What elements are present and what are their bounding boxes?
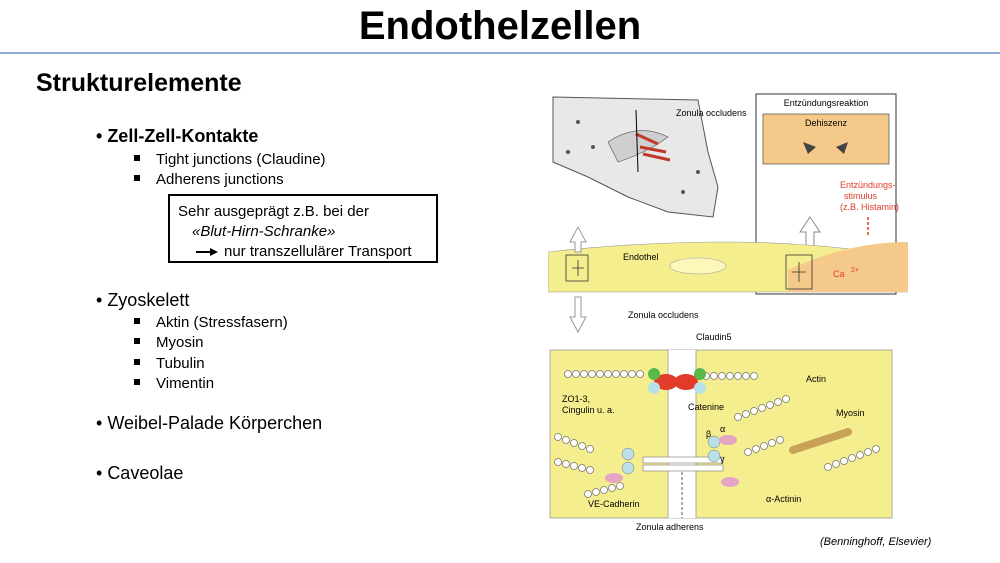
arrow-up-icon	[569, 225, 587, 253]
junction-detail: Zonula occludens Claudin5 Actin ZO1-3, C…	[549, 310, 893, 519]
note-line-3: nur transzellulärer Transport	[178, 242, 428, 262]
endothel-band: Endothel Ca 2+	[548, 241, 908, 293]
actin-filaments	[554, 370, 880, 498]
square-bullet-icon	[134, 155, 140, 162]
bullet-zell-zell-kontakte: • Zell-Zell-Kontakte	[96, 126, 259, 146]
bullet-heading: Weibel-Palade Körperchen	[107, 413, 323, 433]
label-gamma: γ	[720, 454, 725, 464]
label-dehiszenz: Dehiszenz	[805, 118, 848, 128]
label-zo: ZO1-3,	[562, 394, 590, 404]
label-catenine: Catenine	[688, 402, 724, 412]
label-beta: β	[706, 429, 711, 439]
sub-item: Adherens junctions	[134, 171, 284, 188]
arrow-down-icon	[569, 296, 587, 334]
square-bullet-icon	[134, 359, 140, 366]
bullet-heading: Zell-Zell-Kontakte	[107, 126, 259, 146]
square-bullet-icon	[134, 318, 140, 325]
sub-item-text: Tight junctions (Claudine)	[156, 151, 326, 168]
endothelial-junction-figure: Zonula occludens Entzündungsreaktion Deh…	[548, 93, 908, 532]
sub-item: Tubulin	[134, 355, 205, 372]
label-histamin: (z.B. Histamin)	[840, 202, 899, 212]
title-divider	[0, 52, 1000, 54]
bullet-heading: Caveolae	[107, 463, 184, 483]
label-actin: Actin	[806, 374, 826, 384]
label-cingulin: Cingulin u. a.	[562, 405, 615, 415]
bullet-zyoskelett: • Zyoskelett	[96, 290, 190, 310]
sub-item: Myosin	[134, 334, 204, 351]
sub-item-text: Tubulin	[156, 355, 205, 372]
label-ve-cadherin: VE-Cadherin	[588, 499, 640, 509]
square-bullet-icon	[134, 379, 140, 386]
bullet-caveolae: • Caveolae	[96, 463, 184, 483]
label-entzuendungsreaktion: Entzündungsreaktion	[784, 98, 869, 108]
label-zonula-occludens-mid: Zonula occludens	[628, 310, 699, 320]
note-line-3-text: nur transzellulärer Transport	[224, 243, 412, 260]
sub-item: Aktin (Stressfasern)	[134, 314, 288, 331]
label-zonula-adherens: Zonula adherens	[636, 522, 704, 532]
bullet-heading: Zyoskelett	[107, 290, 190, 310]
sub-item-text: Adherens junctions	[156, 171, 284, 188]
bullet-weibel-palade: • Weibel-Palade Körperchen	[96, 413, 323, 433]
label-endothel: Endothel	[623, 252, 659, 262]
svg-text:2+: 2+	[851, 267, 859, 274]
note-box: Sehr ausgeprägt z.B. bei der «Blut-Hirn-…	[168, 194, 438, 263]
square-bullet-icon	[134, 175, 140, 182]
sub-item-text: Myosin	[156, 334, 204, 351]
slide-subtitle: Strukturelemente	[36, 69, 242, 97]
image-credit: (Benninghoff, Elsevier)	[820, 536, 932, 548]
label-stimulus: stimulus	[844, 191, 878, 201]
sub-item: Vimentin	[134, 375, 214, 392]
label-myosin: Myosin	[836, 408, 865, 418]
sub-item-text: Vimentin	[156, 375, 215, 392]
sub-item-text: Aktin (Stressfasern)	[156, 314, 288, 331]
label-ca: Ca	[833, 269, 845, 279]
slide-title: Endothelzellen	[358, 4, 642, 48]
junction-micrograph: Zonula occludens	[552, 96, 747, 218]
sub-item: Tight junctions (Claudine)	[134, 151, 326, 168]
label-entzuendungsstimulus: Entzündungs-	[840, 180, 896, 190]
note-line-1: Sehr ausgeprägt z.B. bei der	[178, 203, 369, 220]
label-alpha: α	[720, 424, 725, 434]
label-zonula-occludens-top: Zonula occludens	[676, 108, 747, 118]
note-line-2: «Blut-Hirn-Schranke»	[192, 223, 336, 240]
label-actinin: α-Actinin	[766, 494, 801, 504]
arrow-right-icon	[196, 248, 218, 257]
inflammation-inset: Entzündungsreaktion Dehiszenz Entzündung…	[755, 93, 899, 295]
square-bullet-icon	[134, 338, 140, 345]
label-claudin5: Claudin5	[696, 332, 732, 342]
